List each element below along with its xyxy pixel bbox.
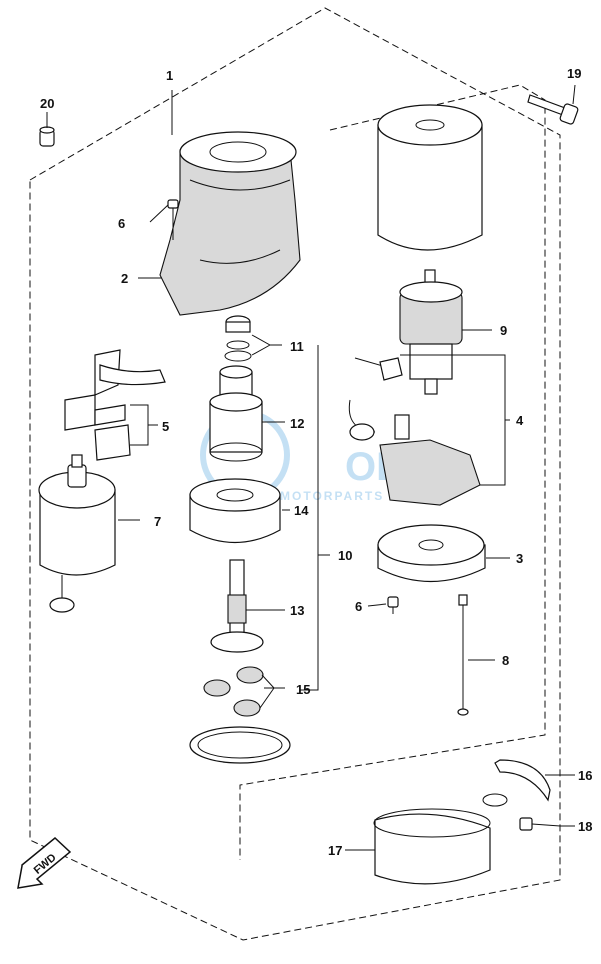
- callout-16: 16: [578, 768, 592, 783]
- callouts: 1 2 3 4 5 6 6 7 8 9 10 11 12 13 14 15 16…: [40, 66, 592, 858]
- part-18-bolt[interactable]: [519, 817, 561, 831]
- part-8-through-bolt[interactable]: [457, 594, 469, 716]
- part-3-end-frame[interactable]: [377, 524, 486, 582]
- callout-20: 20: [40, 96, 54, 111]
- callout-4: 4: [516, 413, 524, 428]
- part-12-clutch[interactable]: [209, 365, 263, 462]
- part-14-drive-housing[interactable]: [189, 478, 281, 544]
- fwd-arrow-badge: FWD: [17, 837, 72, 889]
- callout-17: 17: [328, 843, 342, 858]
- callout-5: 5: [162, 419, 169, 434]
- part-11-retainers[interactable]: [224, 315, 252, 362]
- part-13-shaft-gear[interactable]: [210, 559, 264, 653]
- callout-1: 1: [166, 68, 173, 83]
- callout-11: 11: [290, 339, 304, 354]
- ring-gear[interactable]: [189, 726, 291, 764]
- callout-14: 14: [294, 503, 309, 518]
- callout-6-upper: 6: [118, 216, 125, 231]
- part-16-clamp[interactable]: [482, 759, 551, 807]
- part-20-cap[interactable]: [39, 126, 55, 147]
- part-7-solenoid[interactable]: [38, 454, 116, 613]
- part-6-screw-upper[interactable]: [167, 199, 179, 240]
- callout-10: 10: [338, 548, 352, 563]
- part-1-yoke[interactable]: [377, 104, 483, 251]
- callout-2: 2: [121, 271, 128, 286]
- callout-19: 19: [567, 66, 581, 81]
- part-15-planetary-gears[interactable]: [203, 666, 264, 717]
- part-2-front-housing[interactable]: [159, 131, 301, 316]
- part-17-cover[interactable]: [373, 808, 491, 885]
- part-6-screw-lower[interactable]: [387, 596, 399, 614]
- callout-12: 12: [290, 416, 304, 431]
- assembly-frame: [29, 7, 561, 941]
- part-19-bolt[interactable]: [527, 94, 579, 125]
- callout-9: 9: [500, 323, 507, 338]
- watermark-sub: MOTORPARTS: [280, 489, 384, 503]
- callout-13: 13: [290, 603, 304, 618]
- callout-8: 8: [502, 653, 509, 668]
- leader-lines: [46, 84, 576, 851]
- callout-3: 3: [516, 551, 523, 566]
- callout-7: 7: [154, 514, 161, 529]
- callout-18: 18: [578, 819, 592, 834]
- callout-6-lower: 6: [355, 599, 362, 614]
- callout-15: 15: [296, 682, 310, 697]
- part-5-brackets[interactable]: [64, 349, 166, 461]
- part-9-armature[interactable]: [399, 269, 463, 395]
